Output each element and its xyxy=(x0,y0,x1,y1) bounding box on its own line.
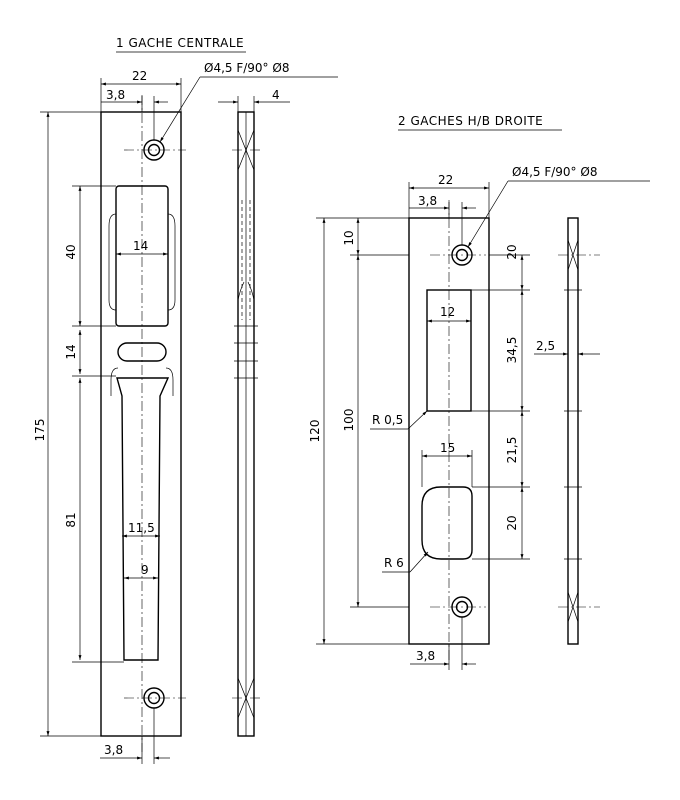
right-thickness-dim: 2,5 xyxy=(536,339,555,353)
left-upper-slot xyxy=(115,185,169,327)
right-rect-slot xyxy=(426,289,472,412)
left-lower-slot-top-width: 11,5 xyxy=(128,521,155,535)
right-hole-callout: Ø4,5 F/90° Ø8 xyxy=(512,165,597,179)
right-width-dim: 22 xyxy=(438,173,453,187)
left-view: 1 GACHE CENTRALE 22 xyxy=(33,36,338,764)
left-middle-slot xyxy=(117,342,167,362)
right-hole-to-rect: 20 xyxy=(505,244,519,259)
right-rect-length: 34,5 xyxy=(505,337,519,364)
left-hole-callout: Ø4,5 F/90° Ø8 xyxy=(204,61,289,75)
left-upper-slot-length: 40 xyxy=(64,244,78,259)
right-hole-to-top: 10 xyxy=(342,230,356,245)
right-side-profile: 2,5 xyxy=(534,217,600,645)
left-hole-offset-top: 3,8 xyxy=(106,88,125,102)
left-lower-slot-length: 81 xyxy=(64,512,78,527)
right-total-length: 120 xyxy=(308,420,322,443)
right-rounded-slot xyxy=(421,486,473,560)
left-view-title: 1 GACHE CENTRALE xyxy=(116,36,244,50)
left-side-profile: 4 xyxy=(218,88,290,737)
left-lower-slot-bottom-width: 9 xyxy=(141,563,149,577)
left-thickness-dim: 4 xyxy=(272,88,280,102)
right-hole-offset-top: 3,8 xyxy=(418,194,437,208)
right-hole-spacing: 100 xyxy=(342,409,356,432)
right-rect-width: 12 xyxy=(440,305,455,319)
right-rect-radius: R 0,5 xyxy=(372,413,403,427)
left-width-dim: 22 xyxy=(132,69,147,83)
right-rect-to-slot: 21,5 xyxy=(505,437,519,464)
right-slot-width: 15 xyxy=(440,441,455,455)
right-slot-radius: R 6 xyxy=(384,556,404,570)
right-view: 2 GACHES H/B DROITE Ø4,5 F/90° Ø8 22 xyxy=(308,114,650,670)
left-lower-slot xyxy=(116,377,170,661)
left-hole-offset-bottom: 3,8 xyxy=(104,743,123,757)
right-view-title: 2 GACHES H/B DROITE xyxy=(398,114,543,128)
right-slot-length: 20 xyxy=(505,515,519,530)
left-total-length: 175 xyxy=(33,419,47,442)
left-middle-gap: 14 xyxy=(64,344,78,359)
left-plate-outline xyxy=(100,111,182,737)
right-hole-offset-bottom: 3,8 xyxy=(416,649,435,663)
left-upper-slot-width: 14 xyxy=(133,239,148,253)
